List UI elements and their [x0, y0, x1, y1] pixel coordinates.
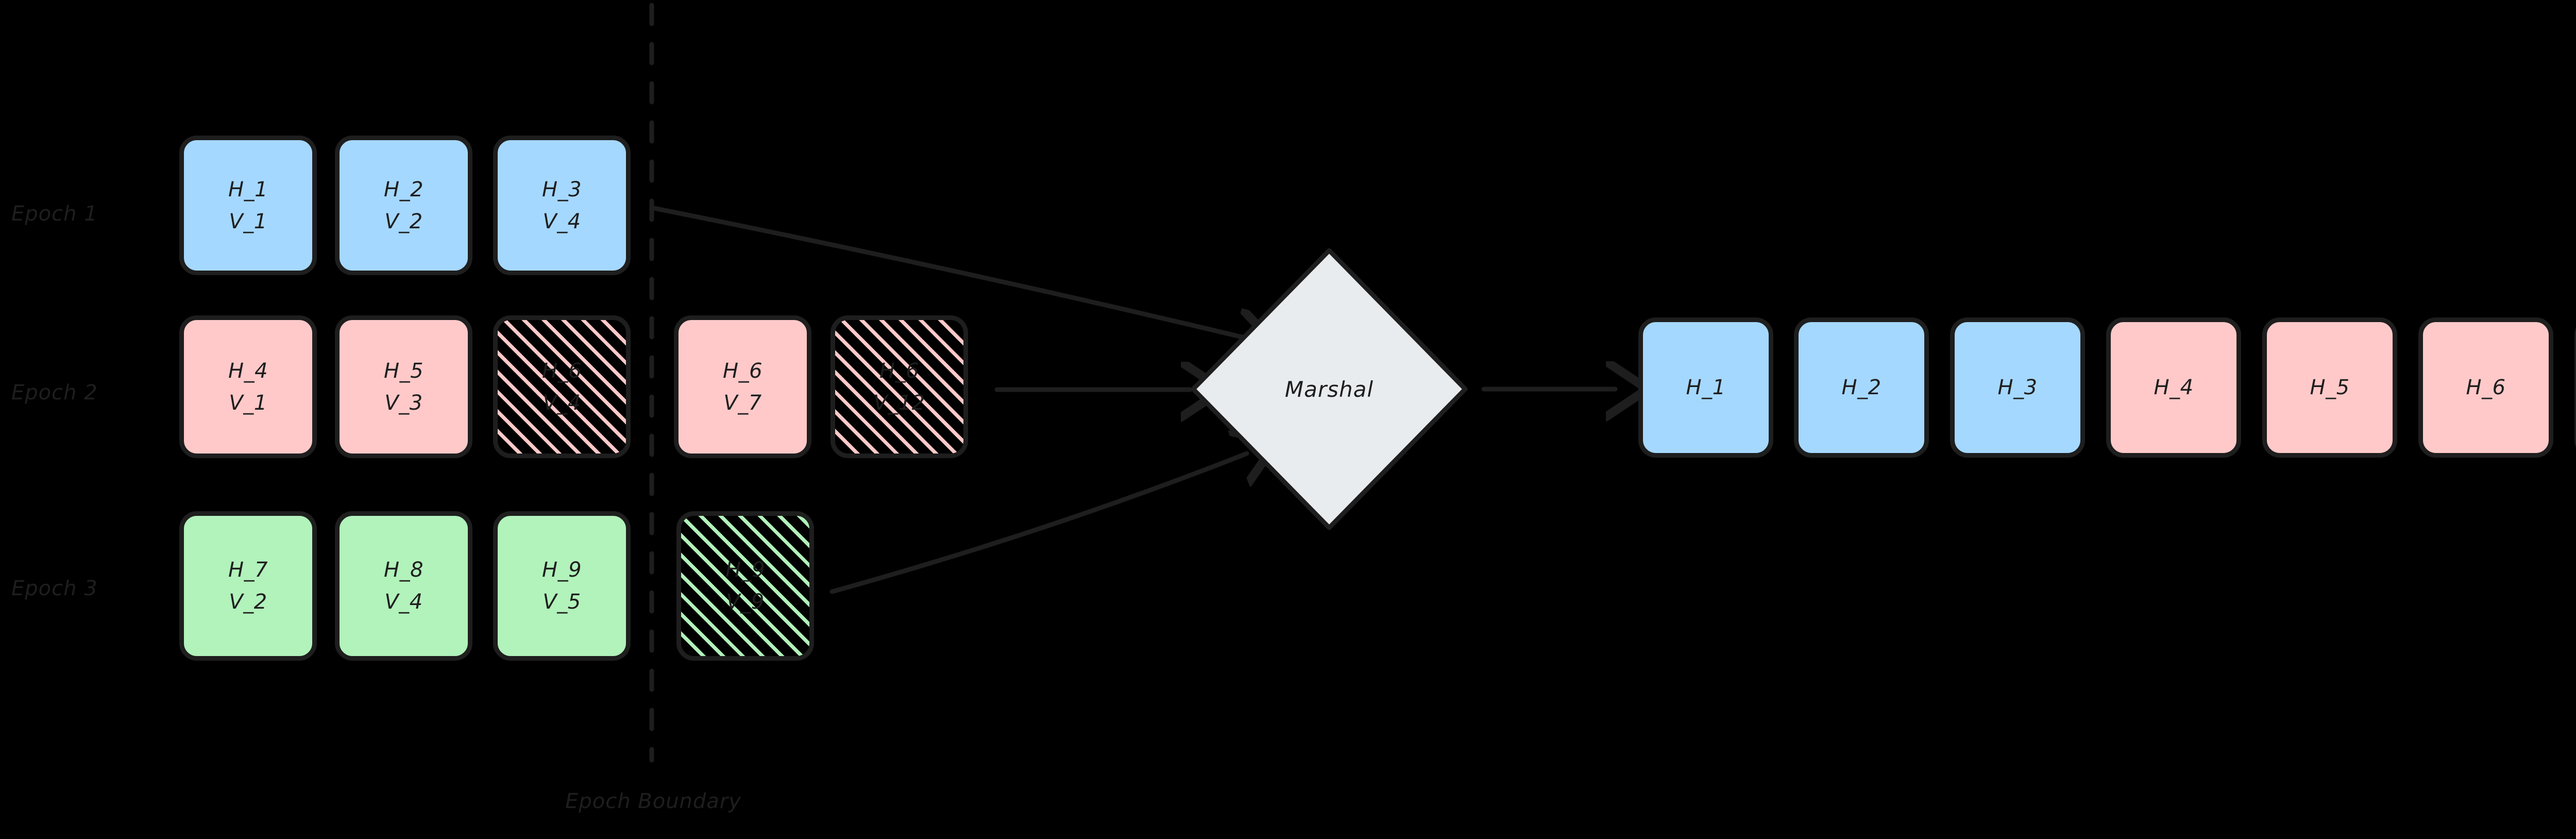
node-hash: H_5 — [2310, 376, 2350, 399]
node-version: V_5 — [543, 590, 581, 614]
node-hash: H_9 — [541, 558, 582, 582]
node-hash: H_5 — [383, 359, 424, 383]
epoch2-node-4[interactable]: H_6 V_7 — [674, 315, 811, 458]
node-hash: H_3 — [541, 177, 582, 202]
output-node-6[interactable]: H_6 — [2418, 317, 2553, 458]
node-version: V_9 — [726, 590, 765, 614]
arrow-epoch3-to-marshal — [829, 454, 1247, 594]
epoch-boundary-label: Epoch Boundary — [565, 790, 741, 813]
node-hash: H_2 — [383, 177, 424, 202]
node-hash: H_3 — [1997, 376, 2038, 399]
node-hash: H_6 — [541, 359, 582, 383]
node-version: V_2 — [384, 209, 423, 233]
node-version: V_4 — [543, 391, 581, 415]
epoch2-node-5-discarded[interactable]: H_6 V_12 — [831, 315, 968, 458]
node-hash: H_4 — [228, 359, 268, 383]
output-node-1[interactable]: H_1 — [1638, 317, 1773, 458]
epoch3-node-4-discarded[interactable]: H_9 V_9 — [676, 511, 814, 661]
node-hash: H_8 — [383, 558, 424, 582]
epoch-label-2: Epoch 2 — [11, 381, 98, 405]
node-version: V_4 — [543, 209, 581, 233]
epoch3-node-3[interactable]: H_9 V_5 — [493, 511, 631, 661]
epoch2-node-2[interactable]: H_5 V_3 — [335, 315, 472, 458]
node-version: V_4 — [384, 590, 423, 614]
epoch-label-1: Epoch 1 — [11, 202, 98, 226]
node-hash: H_1 — [228, 177, 268, 202]
output-node-3[interactable]: H_3 — [1950, 317, 2085, 458]
epoch2-node-1[interactable]: H_4 V_1 — [179, 315, 317, 458]
epoch1-node-1[interactable]: H_1 V_1 — [179, 136, 317, 275]
output-node-5[interactable]: H_5 — [2262, 317, 2397, 458]
node-version: V_12 — [873, 391, 925, 415]
node-hash: H_4 — [2154, 376, 2194, 399]
node-version: V_3 — [384, 391, 423, 415]
node-version: V_1 — [229, 209, 267, 233]
epoch3-node-1[interactable]: H_7 V_2 — [179, 511, 317, 661]
marshal-node[interactable]: Marshal — [1185, 242, 1473, 536]
node-version: V_1 — [229, 391, 267, 415]
marshal-diamond-shape — [1191, 248, 1468, 530]
arrow-epoch1-to-marshal — [652, 206, 1244, 338]
node-hash: H_9 — [725, 558, 766, 582]
node-version: V_2 — [229, 590, 267, 614]
node-hash: H_6 — [879, 359, 920, 383]
epoch1-node-3[interactable]: H_3 V_4 — [493, 136, 631, 275]
epoch3-node-2[interactable]: H_8 V_4 — [335, 511, 472, 661]
epoch1-node-2[interactable]: H_2 V_2 — [335, 136, 472, 275]
epoch-label-3: Epoch 3 — [11, 577, 98, 600]
output-node-2[interactable]: H_2 — [1794, 317, 1929, 458]
node-hash: H_1 — [1686, 376, 1726, 399]
node-hash: H_6 — [2466, 376, 2506, 399]
epoch2-node-3-discarded[interactable]: H_6 V_4 — [493, 315, 631, 458]
node-hash: H_2 — [1841, 376, 1882, 399]
node-hash: H_7 — [228, 558, 268, 582]
node-hash: H_6 — [722, 359, 763, 383]
node-version: V_7 — [723, 391, 762, 415]
output-node-4[interactable]: H_4 — [2106, 317, 2241, 458]
